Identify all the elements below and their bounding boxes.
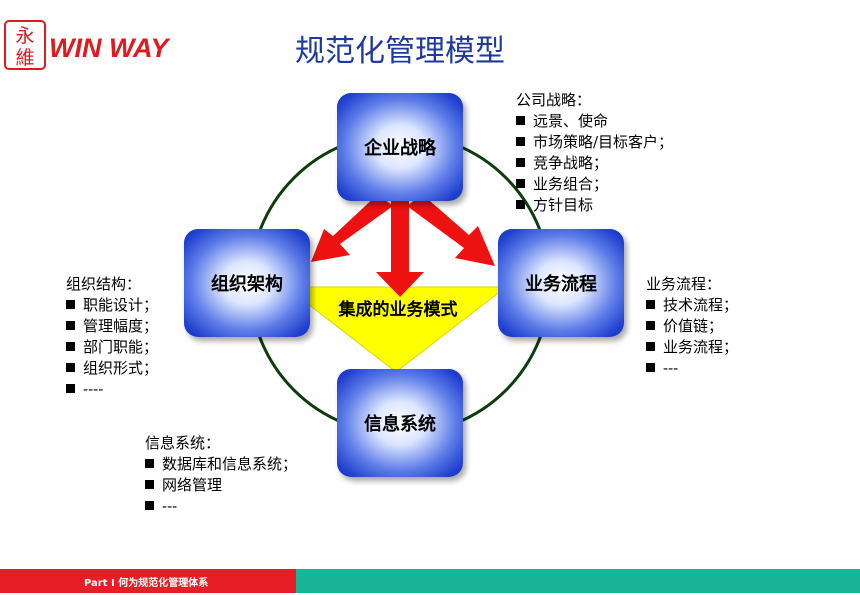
square-bullet-icon	[66, 300, 75, 309]
process-notes-heading: 业务流程：	[646, 275, 722, 293]
info-notes: 信息系统： 数据库和信息系统； 网络管理 ---	[145, 433, 297, 517]
square-bullet-icon	[145, 459, 154, 468]
node-process: 业务流程	[498, 229, 624, 337]
list-item-text: 业务组合；	[533, 175, 609, 193]
strategy-arrows	[311, 194, 495, 297]
list-item: ---	[646, 358, 738, 379]
square-bullet-icon	[145, 501, 154, 510]
list-item-text: 职能设计；	[83, 296, 159, 314]
strategy-notes-heading: 公司战略：	[516, 91, 592, 109]
square-bullet-icon	[646, 321, 655, 330]
list-item-text: 组织形式；	[83, 359, 159, 377]
list-item: 数据库和信息系统；	[145, 454, 297, 475]
center-label: 集成的业务模式	[338, 300, 458, 320]
logo-seal: 永 維	[4, 20, 46, 70]
page-title: 规范化管理模型	[295, 34, 505, 69]
list-item-text: 方针目标	[533, 196, 594, 214]
list-item: 远景、使命	[516, 111, 673, 132]
list-item: 方针目标	[516, 195, 673, 216]
list-item-text: 部门职能；	[83, 338, 159, 356]
logo-seal-char-2: 維	[15, 47, 34, 69]
list-item: 竞争战略；	[516, 153, 673, 174]
list-item: 部门职能；	[66, 337, 158, 358]
square-bullet-icon	[145, 480, 154, 489]
list-item: ---	[145, 496, 297, 517]
footer-caption: Part I 何为规范化管理体系	[84, 578, 209, 589]
list-item-text: 管理幅度；	[83, 317, 159, 335]
list-item: 价值链；	[646, 316, 738, 337]
list-item-text: ---	[162, 497, 178, 515]
info-notes-heading: 信息系统：	[145, 434, 221, 452]
list-item-text: 业务流程；	[663, 338, 739, 356]
list-item: 网络管理	[145, 475, 297, 496]
list-item-text: 市场策略/目标客户；	[533, 133, 674, 151]
footer-bar-teal	[296, 569, 860, 593]
org-notes-heading: 组织结构：	[66, 275, 142, 293]
square-bullet-icon	[646, 300, 655, 309]
node-process-label: 业务流程	[525, 274, 597, 295]
org-notes: 组织结构： 职能设计； 管理幅度； 部门职能； 组织形式； ----	[66, 274, 158, 400]
square-bullet-icon	[516, 158, 525, 167]
list-item-text: 价值链；	[663, 317, 724, 335]
square-bullet-icon	[516, 200, 525, 209]
list-item-text: ----	[83, 380, 104, 398]
arrow-to-org	[311, 194, 393, 262]
list-item: 市场策略/目标客户；	[516, 132, 673, 153]
logo-brand-text: WIN WAY	[49, 33, 169, 63]
process-notes: 业务流程： 技术流程； 价值链； 业务流程； ---	[646, 274, 738, 379]
logo-seal-char-1: 永	[15, 25, 34, 47]
arrow-to-center	[376, 196, 424, 297]
list-item-text: 网络管理	[162, 476, 223, 494]
node-org-label: 组织架构	[211, 274, 283, 295]
node-info-label: 信息系统	[364, 414, 436, 435]
arrow-to-process	[407, 194, 495, 266]
list-item: 业务流程；	[646, 337, 738, 358]
list-item: 职能设计；	[66, 295, 158, 316]
square-bullet-icon	[516, 116, 525, 125]
list-item-text: ---	[663, 359, 679, 377]
list-item-text: 技术流程；	[663, 296, 739, 314]
list-item: 组织形式；	[66, 358, 158, 379]
list-item: 业务组合；	[516, 174, 673, 195]
footer-bar-red	[0, 569, 296, 593]
square-bullet-icon	[66, 363, 75, 372]
node-org: 组织架构	[184, 229, 310, 337]
square-bullet-icon	[66, 384, 75, 393]
list-item: 管理幅度；	[66, 316, 158, 337]
square-bullet-icon	[516, 179, 525, 188]
list-item: 技术流程；	[646, 295, 738, 316]
square-bullet-icon	[66, 321, 75, 330]
list-item-text: 远景、使命	[533, 112, 609, 130]
square-bullet-icon	[646, 363, 655, 372]
node-strategy-label: 企业战略	[364, 138, 436, 159]
square-bullet-icon	[516, 137, 525, 146]
list-item-text: 数据库和信息系统；	[162, 455, 298, 473]
square-bullet-icon	[66, 342, 75, 351]
list-item: ----	[66, 379, 158, 400]
node-info: 信息系统	[337, 369, 463, 477]
strategy-notes: 公司战略： 远景、使命 市场策略/目标客户； 竞争战略； 业务组合； 方针目标	[516, 90, 673, 216]
square-bullet-icon	[646, 342, 655, 351]
list-item-text: 竞争战略；	[533, 154, 609, 172]
node-strategy: 企业战略	[337, 93, 463, 201]
